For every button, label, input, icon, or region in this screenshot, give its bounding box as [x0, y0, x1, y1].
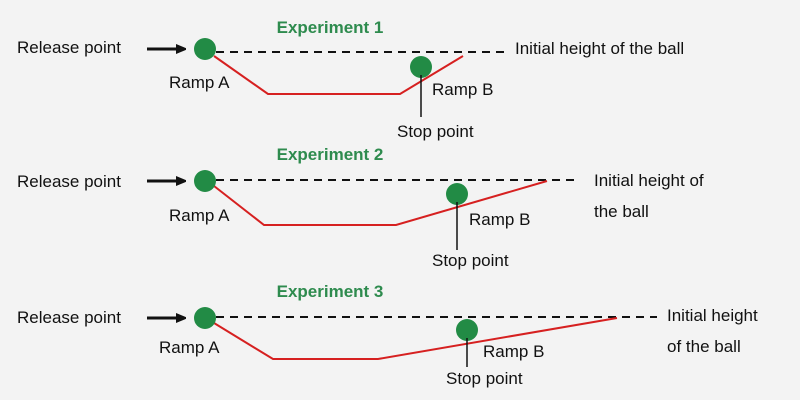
initial-height-label: Initial height of the ball	[515, 39, 684, 58]
experiment-title: Experiment 2	[277, 145, 384, 164]
initial-height-label-line: Initial height of the ball	[515, 39, 684, 58]
release-point-label: Release point	[17, 308, 121, 327]
release-point-label: Release point	[17, 38, 121, 57]
initial-height-label-line: the ball	[594, 202, 649, 221]
release-point-label: Release point	[17, 172, 121, 191]
stop-ball	[456, 319, 478, 341]
initial-height-label: Initial height of the ball	[667, 306, 762, 356]
ramp-a-label: Ramp A	[169, 73, 230, 92]
ramp-b-label: Ramp B	[432, 80, 493, 99]
stop-point-label: Stop point	[432, 251, 509, 270]
experiment-1: Experiment 1 Release point Ramp A Ramp B…	[17, 18, 684, 141]
release-ball	[194, 307, 216, 329]
initial-height-label: Initial height of the ball	[594, 171, 708, 221]
initial-height-label-line: of the ball	[667, 337, 741, 356]
stop-point-label: Stop point	[446, 369, 523, 388]
ramp-track	[213, 55, 464, 95]
ramp-a-label: Ramp A	[169, 206, 230, 225]
initial-height-label-line: Initial height of	[594, 171, 704, 190]
stop-point-label: Stop point	[397, 122, 474, 141]
ramp-b-label: Ramp B	[469, 210, 530, 229]
ramp-track	[213, 317, 618, 360]
experiment-2: Experiment 2 Release point Ramp A Ramp B…	[17, 145, 708, 270]
release-ball	[194, 38, 216, 60]
experiment-title: Experiment 1	[277, 18, 384, 37]
ramp-a-label: Ramp A	[159, 338, 220, 357]
ramp-track	[213, 180, 548, 226]
ramp-b-label: Ramp B	[483, 342, 544, 361]
initial-height-label-line: Initial height	[667, 306, 758, 325]
experiment-title: Experiment 3	[277, 282, 384, 301]
stop-ball	[410, 56, 432, 78]
experiment-3: Experiment 3 Release point Ramp A Ramp B…	[17, 282, 762, 388]
release-ball	[194, 170, 216, 192]
stop-ball	[446, 183, 468, 205]
